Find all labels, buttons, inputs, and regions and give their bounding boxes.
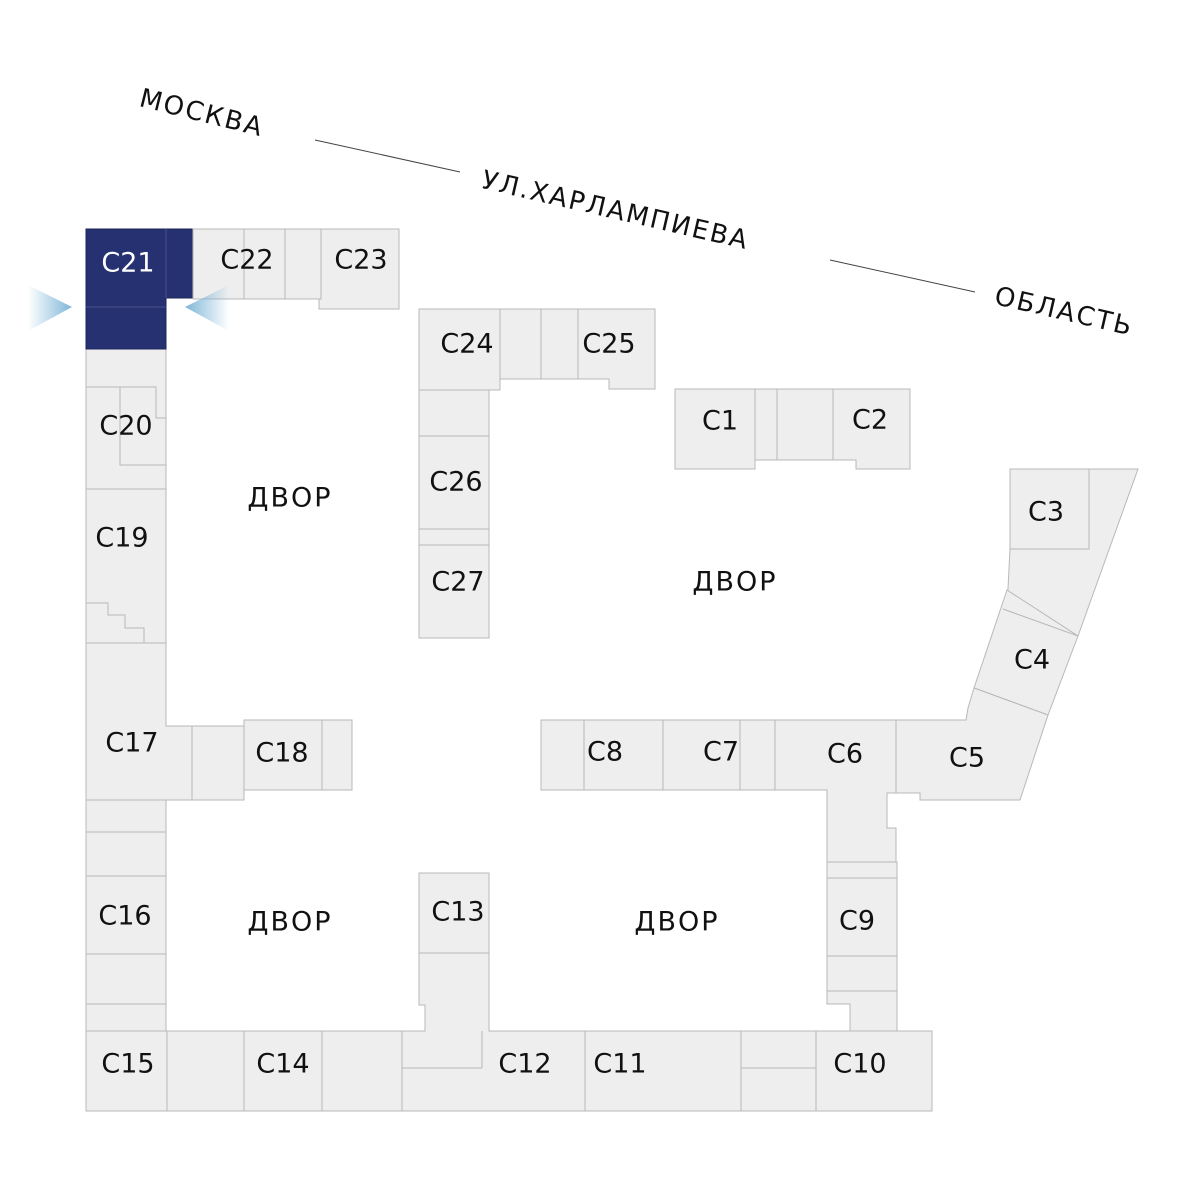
bottom-row — [243, 872, 742, 1112]
section-c3-block[interactable] — [1009, 468, 1090, 550]
section-c2-annex[interactable] — [776, 388, 834, 461]
section-c16-block-top[interactable] — [85, 799, 167, 877]
section-c12-block[interactable] — [401, 952, 586, 1112]
stair-divider — [86, 602, 145, 643]
street-label-oblast: ОБЛАСТЬ — [992, 281, 1137, 342]
section-c25-block[interactable] — [577, 308, 656, 390]
section-c18-annex[interactable] — [321, 719, 353, 791]
section-c9-block[interactable] — [826, 877, 898, 957]
section-c16-block-bottom[interactable] — [85, 953, 167, 1032]
section-c10-annex-top[interactable] — [740, 1030, 817, 1069]
section-c16-block[interactable] — [85, 875, 167, 955]
section-c6-block[interactable] — [774, 719, 897, 863]
section-c5-block[interactable] — [895, 687, 1049, 801]
section-c27-block[interactable] — [418, 528, 490, 639]
section-c26-block[interactable] — [418, 435, 490, 530]
yard-label-3: ДВОР — [247, 907, 332, 938]
section-c9-bottom[interactable] — [826, 990, 898, 1034]
center-top-wing — [418, 308, 656, 639]
section-c9-lower[interactable] — [826, 955, 898, 992]
divider — [1002, 608, 1079, 637]
section-c7-block[interactable] — [662, 719, 741, 791]
section-c24-block[interactable] — [418, 308, 501, 391]
section-c1-block[interactable] — [674, 388, 756, 470]
yard-label-1: ДВОР — [247, 483, 332, 514]
section-c8-block[interactable] — [583, 719, 664, 791]
section-c23-block[interactable] — [318, 228, 400, 310]
view-direction-arrow-left-icon — [28, 285, 72, 331]
section-c10-annex-bottom[interactable] — [740, 1067, 817, 1112]
section-c20-block[interactable] — [85, 386, 167, 490]
section-c1-annex[interactable] — [754, 388, 778, 461]
section-c7-annex[interactable] — [739, 719, 776, 791]
section-c9-upper[interactable] — [826, 861, 898, 879]
section-c26-upper[interactable] — [418, 389, 490, 437]
street-label-moskva: МОСКВА — [136, 83, 267, 143]
street-line-1 — [314, 139, 461, 173]
section-c8-annex[interactable] — [540, 719, 585, 791]
left-wing — [85, 228, 400, 1112]
middle-row — [540, 719, 897, 863]
yard-label-2: ДВОР — [692, 567, 777, 598]
section-c21-block[interactable] — [85, 228, 167, 350]
right-wing — [895, 468, 1139, 801]
section-c17-block[interactable] — [85, 642, 193, 801]
section-c15-block[interactable] — [85, 1030, 168, 1112]
divider — [119, 387, 166, 466]
section-c11-block[interactable] — [584, 1030, 742, 1112]
section-c2-block[interactable] — [832, 388, 911, 470]
section-c14-block[interactable] — [243, 1030, 323, 1112]
section-c18-block[interactable] — [243, 719, 323, 791]
section-c15-annex[interactable] — [166, 1030, 245, 1112]
c1-c2-building — [674, 388, 911, 470]
view-direction-arrow-right-icon — [185, 285, 229, 331]
yard-label-4: ДВОР — [634, 907, 719, 938]
section-c22-block[interactable] — [192, 228, 286, 300]
street-label-kharlampieva: УЛ.ХАРЛАМПИЕВА — [479, 165, 752, 256]
section-c14-annex[interactable] — [321, 1030, 403, 1112]
section-c25-annex[interactable] — [540, 308, 579, 380]
street-line-2 — [829, 259, 976, 293]
street-labels: МОСКВА УЛ.ХАРЛАМПИЕВА ОБЛАСТЬ — [136, 83, 1136, 342]
section-c19-block[interactable] — [85, 488, 167, 644]
c9-c10-wing — [740, 861, 933, 1112]
section-c24-annex[interactable] — [499, 308, 542, 380]
section-c10-block[interactable] — [815, 1030, 933, 1112]
section-c21-annex[interactable] — [165, 228, 194, 299]
section-c17-annex[interactable] — [191, 725, 245, 801]
section-c22-annex[interactable] — [284, 228, 322, 300]
section-c13-block[interactable] — [418, 872, 490, 954]
